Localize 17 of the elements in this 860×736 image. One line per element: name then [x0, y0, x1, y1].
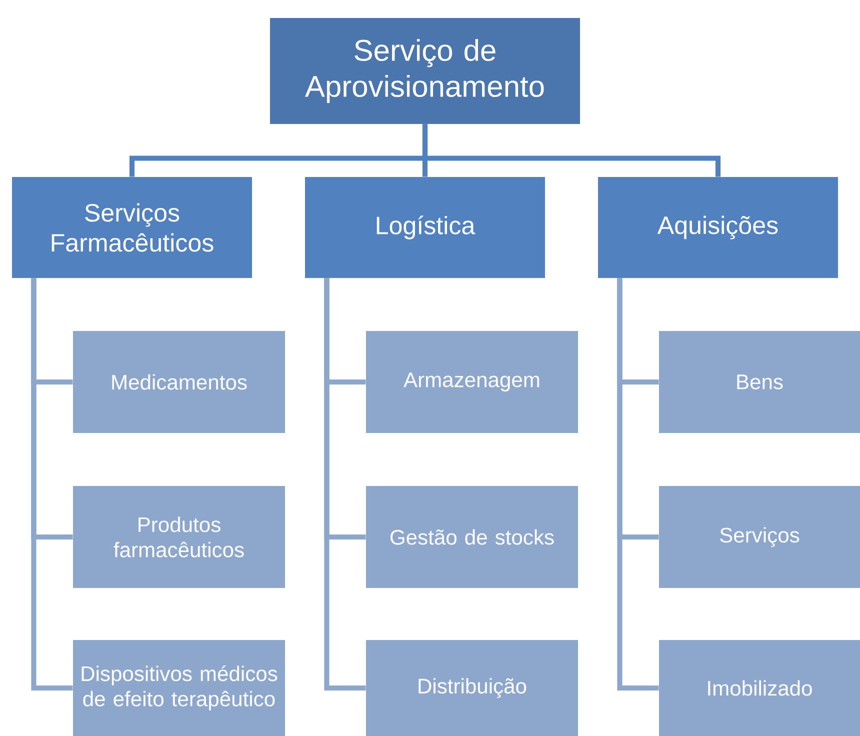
section-box: Armazenagem — [366, 331, 578, 433]
section-box: Medicamentos — [73, 331, 285, 433]
section-box: Gestão de stocks — [366, 486, 578, 588]
connector-line — [324, 278, 366, 691]
connector-line — [617, 278, 659, 691]
department-box: Aquisições — [598, 177, 838, 278]
connector-line — [422, 124, 721, 177]
section-box: Produtos farmacêuticos — [73, 486, 285, 588]
department-box: Serviços Farmacêuticos — [12, 177, 252, 278]
root-box: Serviço de Aprovisionamento — [270, 18, 580, 124]
section-box: Serviços — [659, 486, 860, 588]
connector-line — [31, 278, 73, 691]
department-box: Logística — [305, 177, 545, 278]
section-box: Distribuição — [366, 640, 578, 736]
section-box: Dispositivos médicos de efeito terapêutico — [73, 640, 285, 736]
section-box: Bens — [659, 331, 860, 433]
section-box: Imobilizado — [659, 640, 860, 736]
